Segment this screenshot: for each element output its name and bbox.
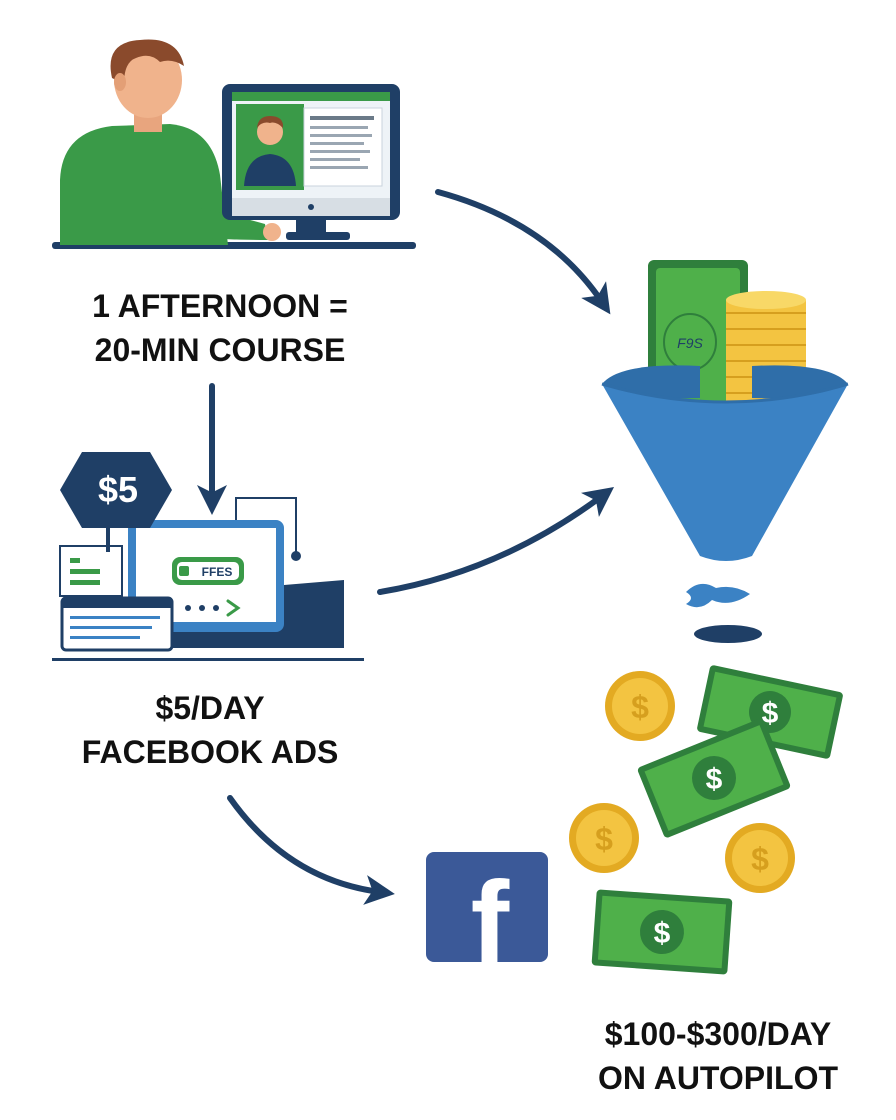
caption-income-line2: ON AUTOPILOT xyxy=(598,1060,838,1096)
price-badge-label: $5 xyxy=(98,469,138,510)
caption-ads: $5/DAY FACEBOOK ADS xyxy=(40,686,380,774)
arrow-ads-to-facebook xyxy=(227,795,395,905)
caption-course-line2: 20-MIN COURSE xyxy=(94,332,346,368)
ad-chip-label: FFES xyxy=(202,565,233,579)
caption-ads-line2: FACEBOOK ADS xyxy=(81,734,339,770)
ad-dashboard-icon xyxy=(52,452,364,661)
bill-symbol-bottom: $ xyxy=(654,917,671,950)
facebook-logo-letter: f xyxy=(471,857,510,987)
caption-income: $100-$300/DAY ON AUTOPILOT xyxy=(548,1012,888,1100)
coin-symbol-3: $ xyxy=(751,841,769,877)
funnel-icon xyxy=(601,260,849,643)
bill-symbol-top: $ xyxy=(762,697,779,730)
facebook-icon xyxy=(426,852,548,962)
person-at-computer-icon xyxy=(52,39,416,249)
arrow-ads-to-funnel xyxy=(377,487,615,595)
money-icon xyxy=(569,665,843,975)
caption-income-line1: $100-$300/DAY xyxy=(604,1016,832,1052)
caption-ads-line1: $5/DAY xyxy=(155,690,265,726)
arrow-computer-to-funnel xyxy=(435,189,611,315)
bill-symbol-middle: $ xyxy=(706,763,723,796)
coin-symbol-1: $ xyxy=(631,689,649,725)
coin-symbol-2: $ xyxy=(595,821,613,857)
caption-course-line1: 1 AFTERNOON = xyxy=(92,288,348,324)
funnel-bill-label: F9S xyxy=(677,335,703,351)
caption-course: 1 AFTERNOON = 20-MIN COURSE xyxy=(50,284,390,372)
